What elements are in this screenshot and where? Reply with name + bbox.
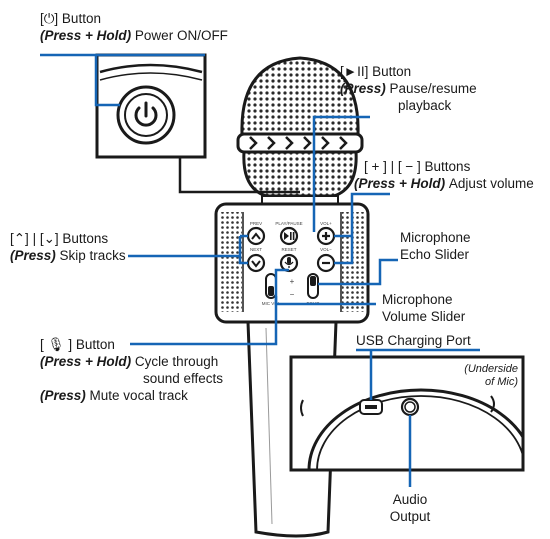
vol-plus-text: VOL+ <box>320 221 332 226</box>
volume-desc-text: Adjust volume <box>448 176 534 191</box>
play-desc-line2: playback <box>398 98 452 113</box>
audio-label: Audio Output <box>380 491 440 525</box>
next-button[interactable] <box>246 253 266 273</box>
echo-slider[interactable] <box>307 273 319 299</box>
skip-bracket <box>238 236 248 265</box>
power-desc-text: Power ON/OFF <box>134 28 228 43</box>
prev-button[interactable] <box>246 226 266 246</box>
effects-desc2-text: Mute vocal track <box>89 388 188 403</box>
skip-action-text: (Press) <box>10 248 56 263</box>
vol-minus-leader <box>334 236 354 265</box>
skip-label: [⌃] | [⌄] Buttons (Press) Skip tracks <box>10 230 126 264</box>
power-button-text: [⏻] Button <box>40 11 101 26</box>
skip-button-text: [⌃] | [⌄] Buttons <box>10 231 109 246</box>
plus-text: + <box>290 277 295 286</box>
volume-down-button[interactable] <box>316 253 336 273</box>
echo-leader <box>318 258 398 286</box>
play-pause-button[interactable] <box>279 226 299 246</box>
play-button-text: [►II] Button <box>340 64 412 79</box>
prev-text: PREV <box>250 221 262 226</box>
play-label: [►II] Button (Press) Pause/resume playba… <box>340 63 477 114</box>
play-leader <box>312 115 370 232</box>
underside-label: (Underside of Mic) <box>452 363 518 389</box>
volume-button-text: [ + ] | [ − ] Buttons <box>364 159 471 174</box>
power-action-text: (Press + Hold) <box>40 28 132 43</box>
chevron-up-icon <box>251 232 261 240</box>
notch-right <box>490 395 495 413</box>
power-inset <box>95 53 207 159</box>
skip-desc-text: Skip tracks <box>59 248 126 263</box>
play-desc-line1: Pause/resume <box>389 81 477 96</box>
volume-label: [ + ] | [ − ] Buttons (Press + Hold) Adj… <box>354 158 534 192</box>
microphone-head <box>236 56 364 205</box>
chevron-down-icon <box>251 260 261 268</box>
effects-button-text: [ 🎙 ] Button <box>40 337 115 352</box>
notch-left <box>300 399 304 417</box>
mic-volume-label: Microphone Volume Slider <box>382 291 465 325</box>
echo-label: Microphone Echo Slider <box>400 229 471 263</box>
power-label: [⏻] Button (Press + Hold) Power ON/OFF <box>40 10 228 44</box>
microphone-icon <box>284 257 294 268</box>
reset-text: RESET <box>281 247 296 252</box>
play-pause-icon <box>284 232 295 240</box>
leader-lines <box>40 53 480 487</box>
mic-vol-text: MIC VOL <box>262 301 281 306</box>
echo-line2: Echo Slider <box>400 247 470 262</box>
vol-plus-leader <box>334 192 390 238</box>
effects-action2-text: (Press) <box>40 388 86 403</box>
audio-line2: Output <box>389 509 431 524</box>
playpause-text: PLAY/PAUSE <box>275 221 302 226</box>
effects-label: [ 🎙 ] Button (Press + Hold) Cycle throug… <box>40 336 223 404</box>
effects-action1-text: (Press + Hold) <box>40 354 132 369</box>
audio-line1: Audio <box>392 492 428 507</box>
mic-volume-slider[interactable] <box>265 273 277 299</box>
underside-line1: (Underside <box>464 363 518 375</box>
slider-knob[interactable] <box>268 286 274 296</box>
mic-volume-line1: Microphone <box>382 292 453 307</box>
volume-up-button[interactable] <box>316 226 336 246</box>
vol-minus-text: VOL− <box>320 247 332 252</box>
power-leader-drop <box>94 55 120 107</box>
underside-line2: of Mic) <box>485 376 518 388</box>
play-action-text: (Press) <box>340 81 386 96</box>
usb-port-icon <box>359 399 383 415</box>
audio-jack-icon <box>400 397 420 417</box>
effects-button[interactable] <box>279 253 299 273</box>
effects-desc1-line2: sound effects <box>143 371 224 386</box>
usb-label: USB Charging Port <box>356 333 471 348</box>
mic-volume-line2: Volume Slider <box>382 309 466 324</box>
minus-text: − <box>290 290 295 299</box>
underside-inset <box>289 355 525 472</box>
slider-knob[interactable] <box>310 276 316 286</box>
volume-action-text: (Press + Hold) <box>354 176 446 191</box>
inset-connector <box>178 157 300 194</box>
next-text: NEXT <box>250 247 262 252</box>
power-icon <box>134 101 158 127</box>
echo-line1: Microphone <box>400 230 471 245</box>
plus-icon <box>322 232 330 240</box>
effects-desc1-line1: Cycle through <box>134 354 219 369</box>
effects-leader <box>130 268 289 346</box>
